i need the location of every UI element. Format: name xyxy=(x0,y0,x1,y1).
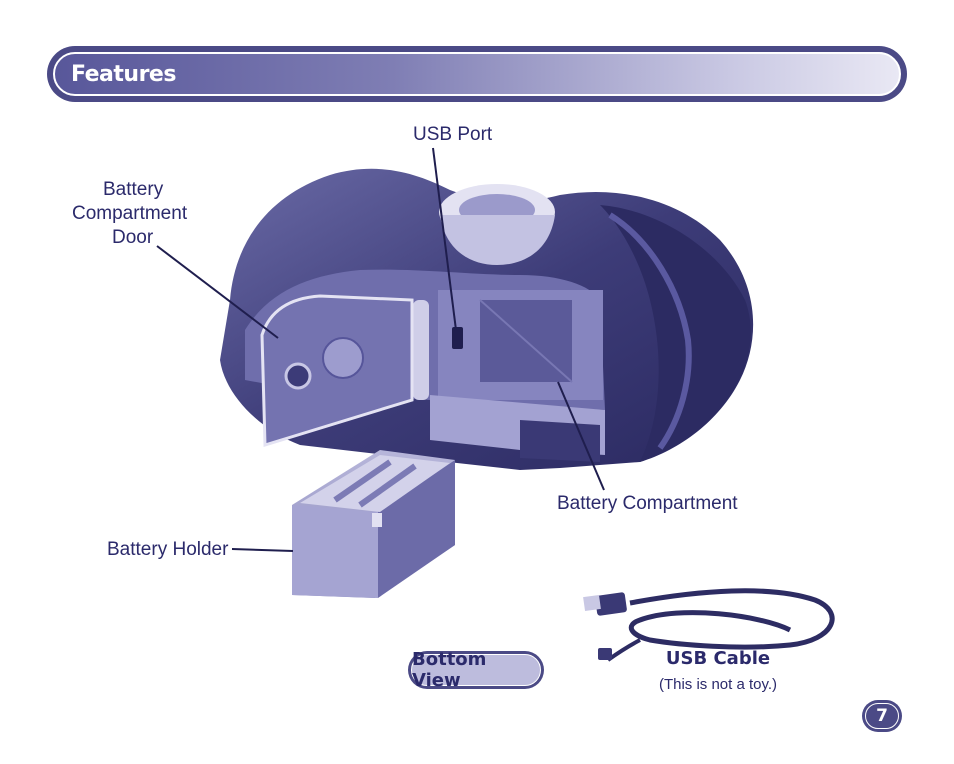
battery-door-label-line1: Battery xyxy=(103,179,164,200)
bottom-view-badge: Bottom View xyxy=(408,649,544,691)
page-number: 7 xyxy=(865,703,899,729)
section-title: Features xyxy=(71,62,176,87)
usb-cable-title: USB Cable xyxy=(665,648,771,669)
callout-lines xyxy=(156,147,605,552)
battery-compartment-door xyxy=(260,294,414,448)
page-number-badge: 7 xyxy=(862,700,902,732)
usb-cable-note: (This is not a toy.) xyxy=(658,676,778,693)
usb-port-label: USB Port xyxy=(413,124,493,145)
battery-door-label-line2: Compartment xyxy=(72,203,188,224)
battery-door-label-line3: Door xyxy=(112,227,154,248)
section-header-bar: Features xyxy=(53,52,901,96)
battery-holder xyxy=(292,450,455,598)
battery-holder-label: Battery Holder xyxy=(107,539,229,560)
usb-port-slot xyxy=(452,327,463,349)
usb-cable-illustration xyxy=(583,588,835,662)
section-header: Features xyxy=(47,46,907,102)
bottom-view-label: Bottom View xyxy=(411,649,541,691)
battery-compartment-label: Battery Compartment xyxy=(557,493,738,514)
